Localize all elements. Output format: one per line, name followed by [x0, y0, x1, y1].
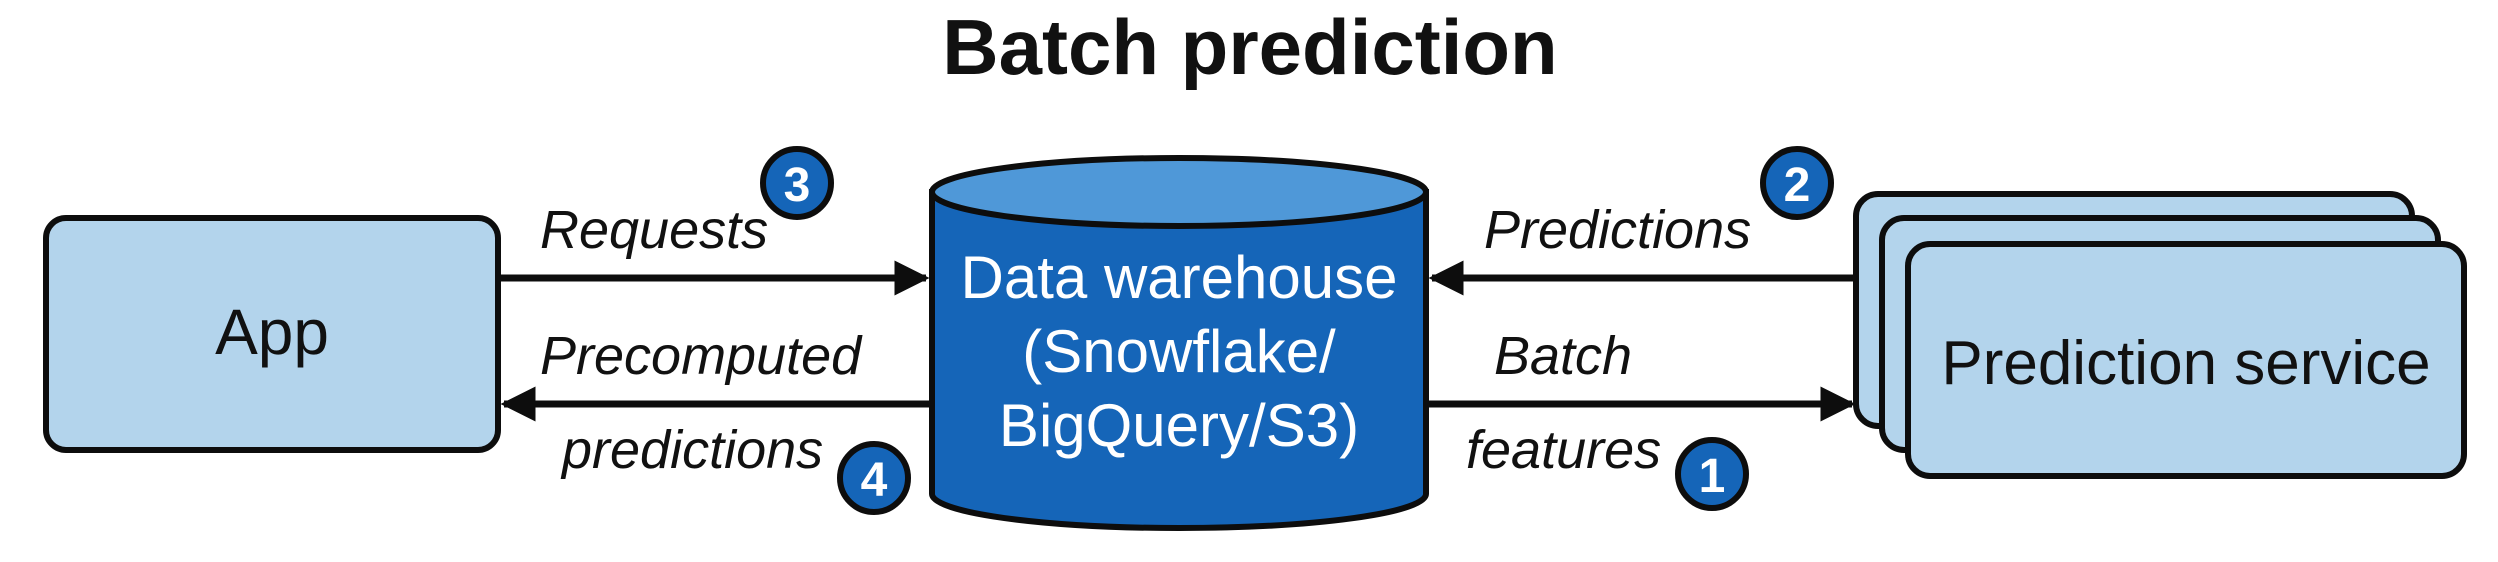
step-3-badge: 3	[760, 146, 834, 220]
step-1-badge: 1	[1675, 437, 1749, 511]
step-4-number: 4	[861, 454, 888, 507]
app-box	[43, 215, 501, 453]
warehouse-label-line-1: Data warehouse	[961, 244, 1398, 311]
label-batch-features-line-2: features	[1466, 420, 1661, 480]
label-requests: Requests	[540, 200, 768, 260]
app-label: App	[215, 296, 329, 368]
service-label: Prediction service	[1941, 329, 2430, 398]
step-2-badge: 2	[1760, 146, 1834, 220]
warehouse-top	[929, 155, 1429, 229]
prediction-service-node: Prediction service	[1853, 191, 2467, 479]
warehouse-label-line-3: BigQuery/S3)	[999, 392, 1359, 459]
label-precomputed-line-1: Precomputed	[540, 326, 863, 386]
label-precomputed-line-2: predictions	[560, 420, 823, 480]
step-4-badge: 4	[837, 441, 911, 515]
step-1-number: 1	[1699, 450, 1726, 503]
label-batch-features-line-1: Batch	[1494, 326, 1632, 386]
step-2-number: 2	[1784, 159, 1811, 212]
step-3-number: 3	[784, 159, 811, 212]
warehouse-body	[929, 189, 1429, 531]
warehouse-label-line-2: (Snowflake/	[1022, 318, 1336, 385]
diagram-title: Batch prediction	[942, 3, 1557, 91]
app-node: App	[43, 215, 501, 453]
service-box-front	[1905, 241, 2467, 479]
label-predictions: Predictions	[1484, 200, 1751, 260]
data-warehouse-node: Data warehouse (Snowflake/ BigQuery/S3)	[929, 155, 1429, 531]
